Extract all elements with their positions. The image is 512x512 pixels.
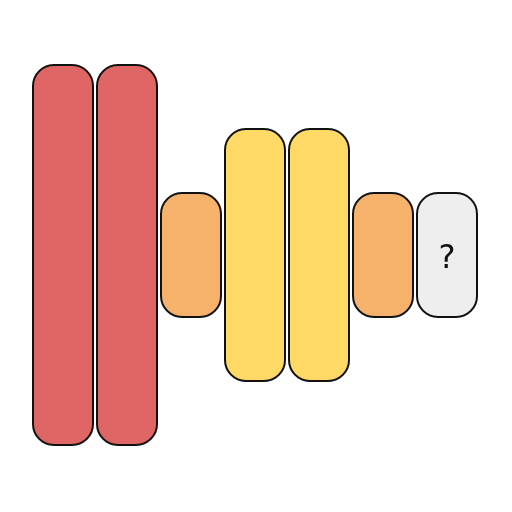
yellow-bar-2 — [288, 128, 350, 382]
question-mark: ? — [438, 238, 456, 276]
unknown-tile[interactable]: ? — [416, 192, 478, 318]
yellow-bar-1 — [224, 128, 286, 382]
orange-bar-2 — [352, 192, 414, 318]
red-bar-1 — [32, 64, 94, 446]
red-bar-2 — [96, 64, 158, 446]
orange-bar-1 — [160, 192, 222, 318]
